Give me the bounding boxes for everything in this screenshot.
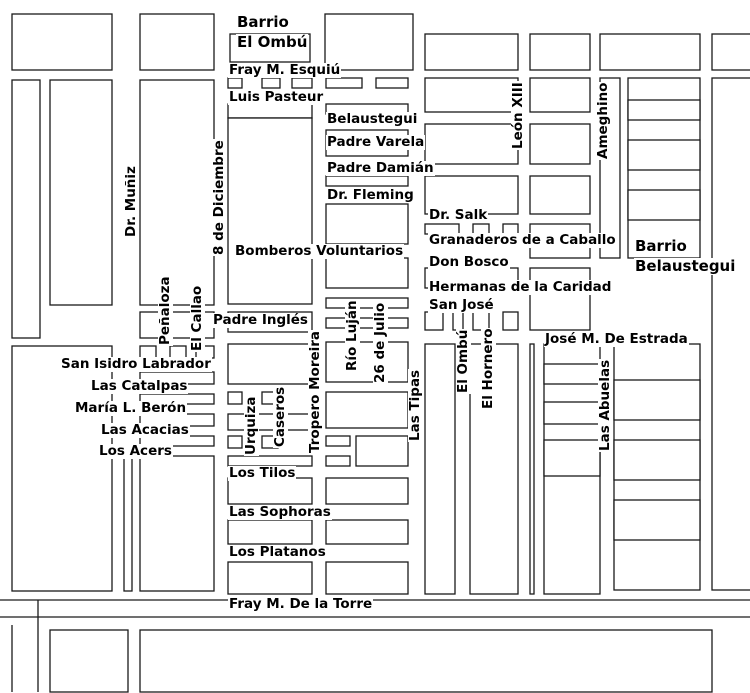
street-las-acacias: Las Acacias bbox=[100, 422, 190, 438]
street-bomberos-voluntarios: Bomberos Voluntarios bbox=[234, 243, 405, 259]
street-hermanas-caridad: Hermanas de la Caridad bbox=[428, 279, 613, 295]
street-el-ombu: El Ombú bbox=[455, 328, 471, 394]
street-ameghino: Ameghino bbox=[595, 81, 611, 160]
street-fray-torre: Fray M. De la Torre bbox=[228, 596, 374, 612]
street-luis-pasteur: Luis Pasteur bbox=[228, 89, 325, 105]
street-padre-varela: Padre Varela bbox=[326, 134, 426, 150]
street-8-de-diciembre: 8 de Diciembre bbox=[211, 139, 227, 256]
street-fray-esquiu: Fray M. Esquiú bbox=[228, 62, 342, 78]
street-san-jose: San José bbox=[428, 297, 495, 313]
street-26-de-julio: 26 de Julio bbox=[372, 301, 388, 384]
street-penaloza: Peñaloza bbox=[157, 275, 173, 346]
neighborhood-belaustegui-line2: Belaustegui bbox=[634, 257, 737, 275]
street-dr-fleming: Dr. Fleming bbox=[326, 187, 415, 203]
street-el-hornero: El Hornero bbox=[480, 327, 496, 410]
neighborhood-el-ombu-line1: Barrio bbox=[236, 13, 290, 31]
street-las-sophoras: Las Sophoras bbox=[228, 504, 332, 520]
street-las-abuelas: Las Abuelas bbox=[597, 358, 613, 452]
street-el-callao: El Callao bbox=[189, 284, 205, 352]
street-las-tipas: Las Tipas bbox=[407, 368, 423, 442]
street-los-platanos: Los Platanos bbox=[228, 544, 327, 560]
street-belaustegui: Belaustegui bbox=[326, 111, 419, 127]
street-rio-lujan: Río Luján bbox=[344, 299, 360, 372]
street-don-bosco: Don Bosco bbox=[428, 254, 510, 270]
street-urquiza: Urquiza bbox=[243, 395, 259, 456]
neighborhood-el-ombu-line2: El Ombú bbox=[236, 33, 309, 51]
street-padre-ingles: Padre Inglés bbox=[212, 312, 309, 328]
neighborhood-belaustegui-line1: Barrio bbox=[634, 237, 688, 255]
street-dr-muniz: Dr. Muñiz bbox=[123, 165, 139, 238]
street-san-isidro-labrador: San Isidro Labrador bbox=[60, 356, 212, 372]
street-las-catalpas: Las Catalpas bbox=[90, 378, 189, 394]
street-jose-estrada: José M. De Estrada bbox=[544, 331, 689, 347]
street-los-acers: Los Acers bbox=[98, 443, 173, 459]
street-los-tilos: Los Tilos bbox=[228, 465, 297, 481]
street-maria-beron: María L. Berón bbox=[74, 400, 188, 416]
street-granaderos: Granaderos de a Caballo bbox=[428, 232, 617, 248]
street-leon-xiii: León XIII bbox=[510, 81, 526, 150]
street-caseros: Caseros bbox=[272, 385, 288, 448]
street-dr-salk: Dr. Salk bbox=[428, 207, 489, 223]
street-padre-damian: Padre Damián bbox=[326, 160, 435, 176]
street-tropero-moreira: Tropero Moreira bbox=[307, 329, 323, 454]
